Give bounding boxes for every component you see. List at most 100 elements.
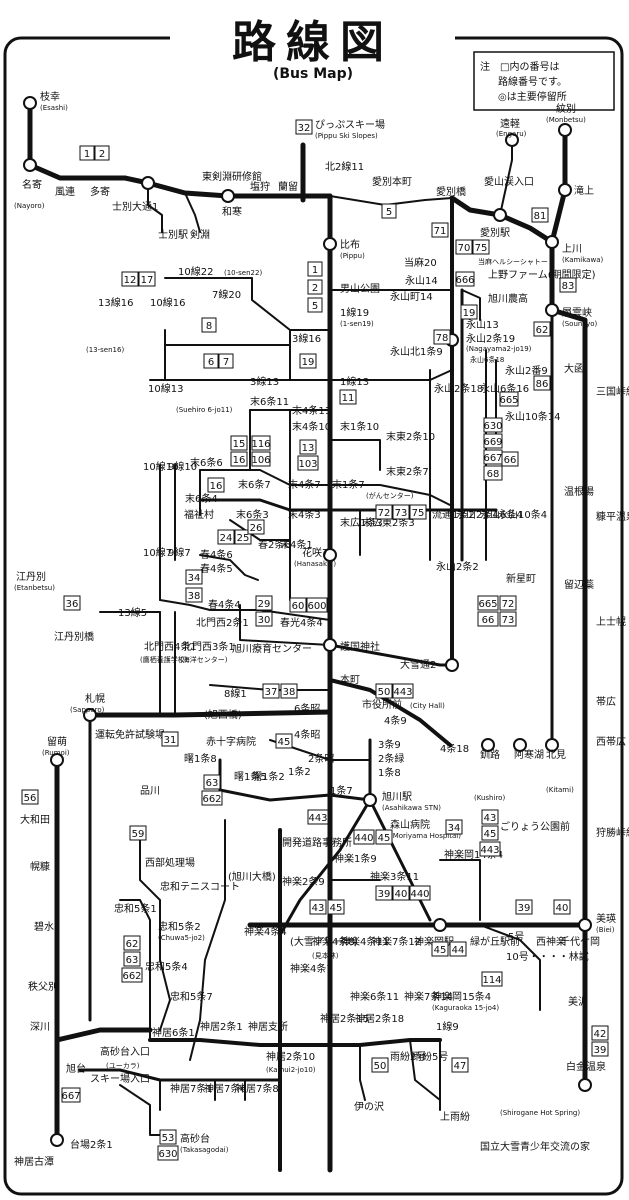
route-box[interactable]: 39 xyxy=(515,899,533,915)
route-box[interactable]: 44 xyxy=(449,941,467,957)
route-box[interactable]: 116 xyxy=(251,435,271,451)
route-box[interactable]: 1 xyxy=(79,145,95,161)
route-box[interactable]: 47 xyxy=(451,1057,469,1073)
route-box[interactable]: 669 xyxy=(483,433,503,449)
stop-marker-kushiro[interactable] xyxy=(481,738,495,752)
route-box[interactable]: 34 xyxy=(445,819,463,835)
route-box[interactable]: 62 xyxy=(123,935,141,951)
route-box[interactable]: 630 xyxy=(157,1145,179,1161)
route-box[interactable]: 15 xyxy=(230,435,248,451)
route-box[interactable]: 71 xyxy=(431,222,449,238)
stop-marker-rumoi[interactable] xyxy=(50,753,64,767)
route-box[interactable]: 36 xyxy=(63,595,81,611)
route-box[interactable]: 103 xyxy=(297,455,319,471)
route-box[interactable]: 73 xyxy=(499,611,517,627)
route-box[interactable]: 40 xyxy=(553,899,571,915)
route-box[interactable]: 75 xyxy=(472,239,490,255)
route-box[interactable]: 30 xyxy=(255,611,273,627)
route-box[interactable]: 50 xyxy=(371,1057,389,1073)
route-box[interactable]: 66 xyxy=(477,611,499,627)
stop-marker-biei[interactable] xyxy=(578,918,592,932)
route-box[interactable]: 45 xyxy=(431,941,449,957)
stop-marker-monbetsu[interactable] xyxy=(558,123,572,137)
route-box[interactable]: 662 xyxy=(201,790,223,806)
route-box[interactable]: 31 xyxy=(161,731,179,747)
route-box[interactable]: 72 xyxy=(375,504,393,520)
route-box[interactable]: 38 xyxy=(185,587,203,603)
stop-marker-shirogane[interactable] xyxy=(578,1078,592,1092)
route-box[interactable]: 440 xyxy=(409,885,431,901)
route-box[interactable]: 600 xyxy=(306,597,328,613)
route-box[interactable]: 81 xyxy=(531,207,549,223)
route-box[interactable]: 667 xyxy=(61,1087,81,1103)
route-box[interactable]: 665 xyxy=(499,391,519,407)
stop-marker-kaguraoka[interactable] xyxy=(433,918,447,932)
stop-marker-kitami[interactable] xyxy=(545,738,559,752)
route-box[interactable]: 86 xyxy=(533,375,551,391)
route-box[interactable]: 440 xyxy=(353,829,375,845)
stop-marker-shibetsu[interactable] xyxy=(141,176,155,190)
route-box[interactable]: 60 xyxy=(289,597,307,613)
route-box[interactable]: 17 xyxy=(138,271,156,287)
stop-marker-kamikawa[interactable] xyxy=(545,235,559,249)
route-box[interactable]: 68 xyxy=(483,465,503,481)
route-box[interactable]: 83 xyxy=(559,277,577,293)
route-box[interactable]: 72 xyxy=(499,595,517,611)
route-box[interactable]: 59 xyxy=(129,825,147,841)
route-box[interactable]: 32 xyxy=(295,119,313,135)
route-box[interactable]: 7 xyxy=(218,353,234,369)
route-box[interactable]: 16 xyxy=(230,451,248,467)
stop-marker-sapporo[interactable] xyxy=(83,708,97,722)
route-box[interactable]: 25 xyxy=(234,529,252,545)
route-box[interactable]: 66 xyxy=(501,451,519,467)
route-box[interactable]: 19 xyxy=(460,304,478,320)
route-box[interactable]: 43 xyxy=(481,809,499,825)
route-box[interactable]: 70 xyxy=(455,239,473,255)
route-box[interactable]: 666 xyxy=(455,271,475,287)
route-box[interactable]: 45 xyxy=(375,829,393,845)
route-box[interactable]: 34 xyxy=(185,569,203,585)
stop-marker-akanko[interactable] xyxy=(513,738,527,752)
route-box[interactable]: 50 xyxy=(375,683,393,699)
route-box[interactable]: 443 xyxy=(392,683,414,699)
route-box[interactable]: 73 xyxy=(392,504,410,520)
stop-marker-taisetsu2[interactable] xyxy=(445,658,459,672)
route-box[interactable]: 45 xyxy=(275,733,293,749)
route-box[interactable]: 13 xyxy=(299,439,317,455)
route-box[interactable]: 78 xyxy=(433,329,451,345)
route-box[interactable]: 39 xyxy=(375,885,393,901)
route-box[interactable]: 53 xyxy=(159,1129,177,1145)
route-box[interactable]: 38 xyxy=(280,683,298,699)
route-box[interactable]: 37 xyxy=(262,683,280,699)
route-box[interactable]: 5 xyxy=(307,297,323,313)
route-box[interactable]: 45 xyxy=(327,899,345,915)
route-box[interactable]: 667 xyxy=(483,449,503,465)
route-box[interactable]: 11 xyxy=(339,389,357,405)
stop-marker-nayoro[interactable] xyxy=(23,158,37,172)
route-box[interactable]: 2 xyxy=(307,279,323,295)
stop-marker-wassamu[interactable] xyxy=(221,189,235,203)
route-box[interactable]: 19 xyxy=(299,353,317,369)
stop-marker-asahikawa-stn[interactable] xyxy=(363,793,377,807)
route-box[interactable]: 24 xyxy=(217,529,235,545)
route-box[interactable]: 75 xyxy=(409,504,427,520)
route-box[interactable]: 29 xyxy=(255,595,273,611)
stop-marker-esashi[interactable] xyxy=(23,96,37,110)
route-box[interactable]: 62 xyxy=(533,321,551,337)
stop-marker-kamui-kotan[interactable] xyxy=(50,1133,64,1147)
stop-marker-hanasaki[interactable] xyxy=(323,548,337,562)
route-box[interactable]: 443 xyxy=(307,809,329,825)
route-box[interactable]: 26 xyxy=(247,519,265,535)
route-box[interactable]: 12 xyxy=(121,271,139,287)
route-box[interactable]: 63 xyxy=(123,951,141,967)
stop-marker-gokoku[interactable] xyxy=(323,638,337,652)
route-box[interactable]: 5 xyxy=(381,203,397,219)
route-box[interactable]: 8 xyxy=(201,317,217,333)
stop-marker-sounkyo[interactable] xyxy=(545,303,559,317)
route-box[interactable]: 630 xyxy=(483,417,503,433)
route-box[interactable]: 106 xyxy=(251,451,271,467)
route-box[interactable]: 662 xyxy=(121,967,143,983)
route-box[interactable]: 63 xyxy=(203,774,221,790)
route-box[interactable]: 45 xyxy=(481,825,499,841)
route-box[interactable]: 42 xyxy=(591,1025,609,1041)
